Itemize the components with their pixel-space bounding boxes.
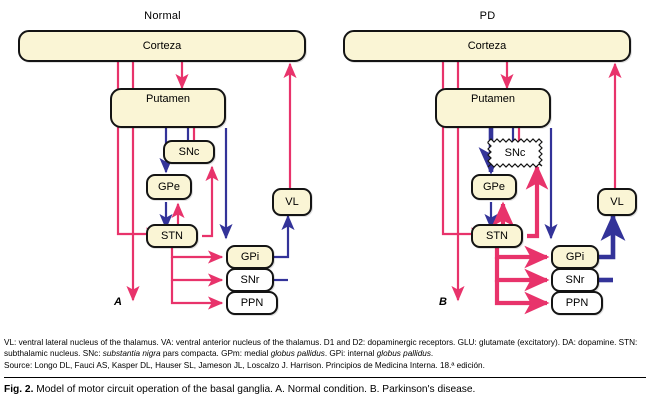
node-gpi-pd: GPi: [551, 245, 599, 269]
node-putamen-normal: Putamen: [110, 88, 226, 128]
node-ppn-pd: PPN: [551, 291, 603, 315]
footnote-abbreviations-line: VL: ventral lateral nucleus of the thala…: [4, 337, 648, 360]
footnote-text-b: pars compacta. GPm: medial: [160, 349, 271, 359]
node-ppn-normal: PPN: [226, 291, 278, 315]
footnote-text-a: VL: ventral lateral nucleus of the thala…: [4, 338, 638, 359]
node-putamen-pd: Putamen: [435, 88, 551, 128]
node-snr-pd: SNr: [551, 268, 599, 292]
footnote-text-c: . GPi: internal: [324, 349, 377, 359]
footnote-italic-globus-pallidus-1: globus pallidus: [270, 349, 325, 359]
node-vl-normal: VL: [272, 188, 312, 216]
panel-normal: Normal: [0, 0, 325, 330]
node-gpe-pd: GPe: [471, 174, 517, 200]
figure-caption: Fig. 2. Model of motor circuit operation…: [4, 383, 648, 396]
node-snc-pd-degenerated: SNc: [486, 138, 544, 168]
footnote-source-line: Source: Longo DL, Fauci AS, Kasper DL, H…: [4, 360, 485, 370]
panel-letter-a: A: [114, 296, 122, 308]
node-cortex-pd: Corteza: [343, 30, 631, 62]
abbreviations-footnote: VL: ventral lateral nucleus of the thala…: [4, 337, 648, 371]
node-snr-normal: SNr: [226, 268, 274, 292]
node-stn-normal: STN: [146, 224, 198, 248]
panel-letter-b: B: [439, 296, 447, 308]
figure-caption-label: Fig. 2.: [4, 384, 34, 395]
node-stn-pd: STN: [471, 224, 523, 248]
node-snc-normal: SNc: [163, 140, 215, 164]
caption-divider: [4, 377, 646, 378]
node-gpi-normal: GPi: [226, 245, 274, 269]
panel-title-normal: Normal: [144, 10, 181, 22]
node-cortex-normal: Corteza: [18, 30, 306, 62]
panel-pd: PD: [325, 0, 650, 330]
footnote-italic-globus-pallidus-2: globus pallidus: [376, 349, 431, 359]
footnote-text-d: .: [430, 349, 434, 359]
panel-title-pd: PD: [479, 10, 496, 22]
node-gpe-normal: GPe: [146, 174, 192, 200]
figure-caption-text: Model of motor circuit operation of the …: [36, 384, 476, 395]
footnote-italic-substantia-nigra: substantia nigra: [102, 349, 161, 359]
node-vl-pd: VL: [597, 188, 637, 216]
